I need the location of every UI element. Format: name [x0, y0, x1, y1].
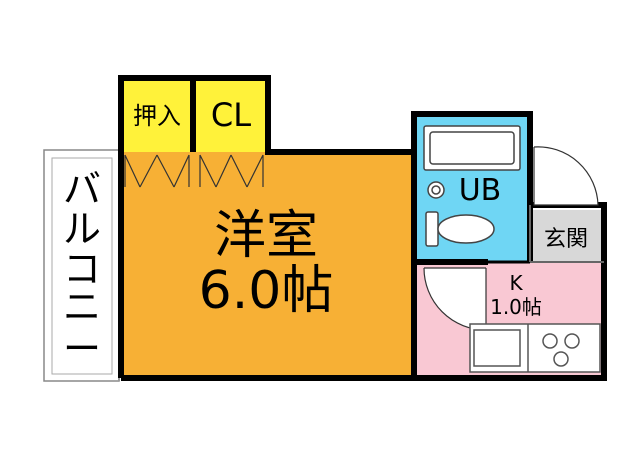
- cl-closet: [196, 78, 266, 152]
- western-room-name: 洋室: [214, 206, 318, 266]
- kitchen-label: K: [509, 271, 523, 295]
- bathtub-inner: [429, 131, 515, 165]
- western-room-size: 6.0帖: [199, 261, 334, 321]
- oshiire-door-right: [156, 154, 190, 188]
- entrance-area: [530, 210, 602, 262]
- balcony-label-2: ル: [63, 207, 101, 251]
- stove-burner-2: [564, 333, 580, 349]
- oshiire-closet: [121, 78, 191, 152]
- stove-burner-3: [553, 351, 569, 367]
- bath-door-swing-icon: [423, 267, 487, 331]
- balcony-area: [43, 149, 120, 382]
- bath-wall: [411, 111, 533, 262]
- toilet-icon: [437, 214, 495, 244]
- balcony-label-3: コ: [63, 247, 101, 291]
- sink-icon: [473, 329, 521, 367]
- bathtub-icon: [423, 125, 521, 171]
- cl-door-right: [230, 154, 264, 188]
- entrance-door-swing-icon: [533, 146, 599, 206]
- oshiire-label: 押入: [133, 102, 181, 130]
- oshiire-door-left: [124, 154, 158, 188]
- balcony-label-1: バ: [63, 167, 101, 211]
- stove-icon: [542, 333, 558, 349]
- kitchen-fixtures: [469, 323, 601, 373]
- balcony: バ ル コ ニ ー: [43, 149, 120, 382]
- door-swings: [423, 146, 599, 331]
- toilet-tank-icon: [425, 211, 439, 247]
- sink-basin-icon: [427, 181, 445, 199]
- balcony-label-5: ー: [63, 327, 101, 371]
- cl-door-left: [199, 154, 232, 188]
- cl-label: CL: [211, 96, 251, 134]
- balcony-label-4: ニ: [63, 285, 101, 329]
- balcony-inner-line: [51, 157, 113, 375]
- bath-label: UB: [459, 173, 502, 208]
- kitchen-size: 1.0帖: [490, 295, 542, 319]
- closet-doors: [124, 154, 264, 188]
- sink-drain: [431, 185, 441, 195]
- western-room: [121, 152, 415, 378]
- bath-fixtures: [423, 125, 521, 247]
- entrance-label: 玄関: [544, 227, 588, 252]
